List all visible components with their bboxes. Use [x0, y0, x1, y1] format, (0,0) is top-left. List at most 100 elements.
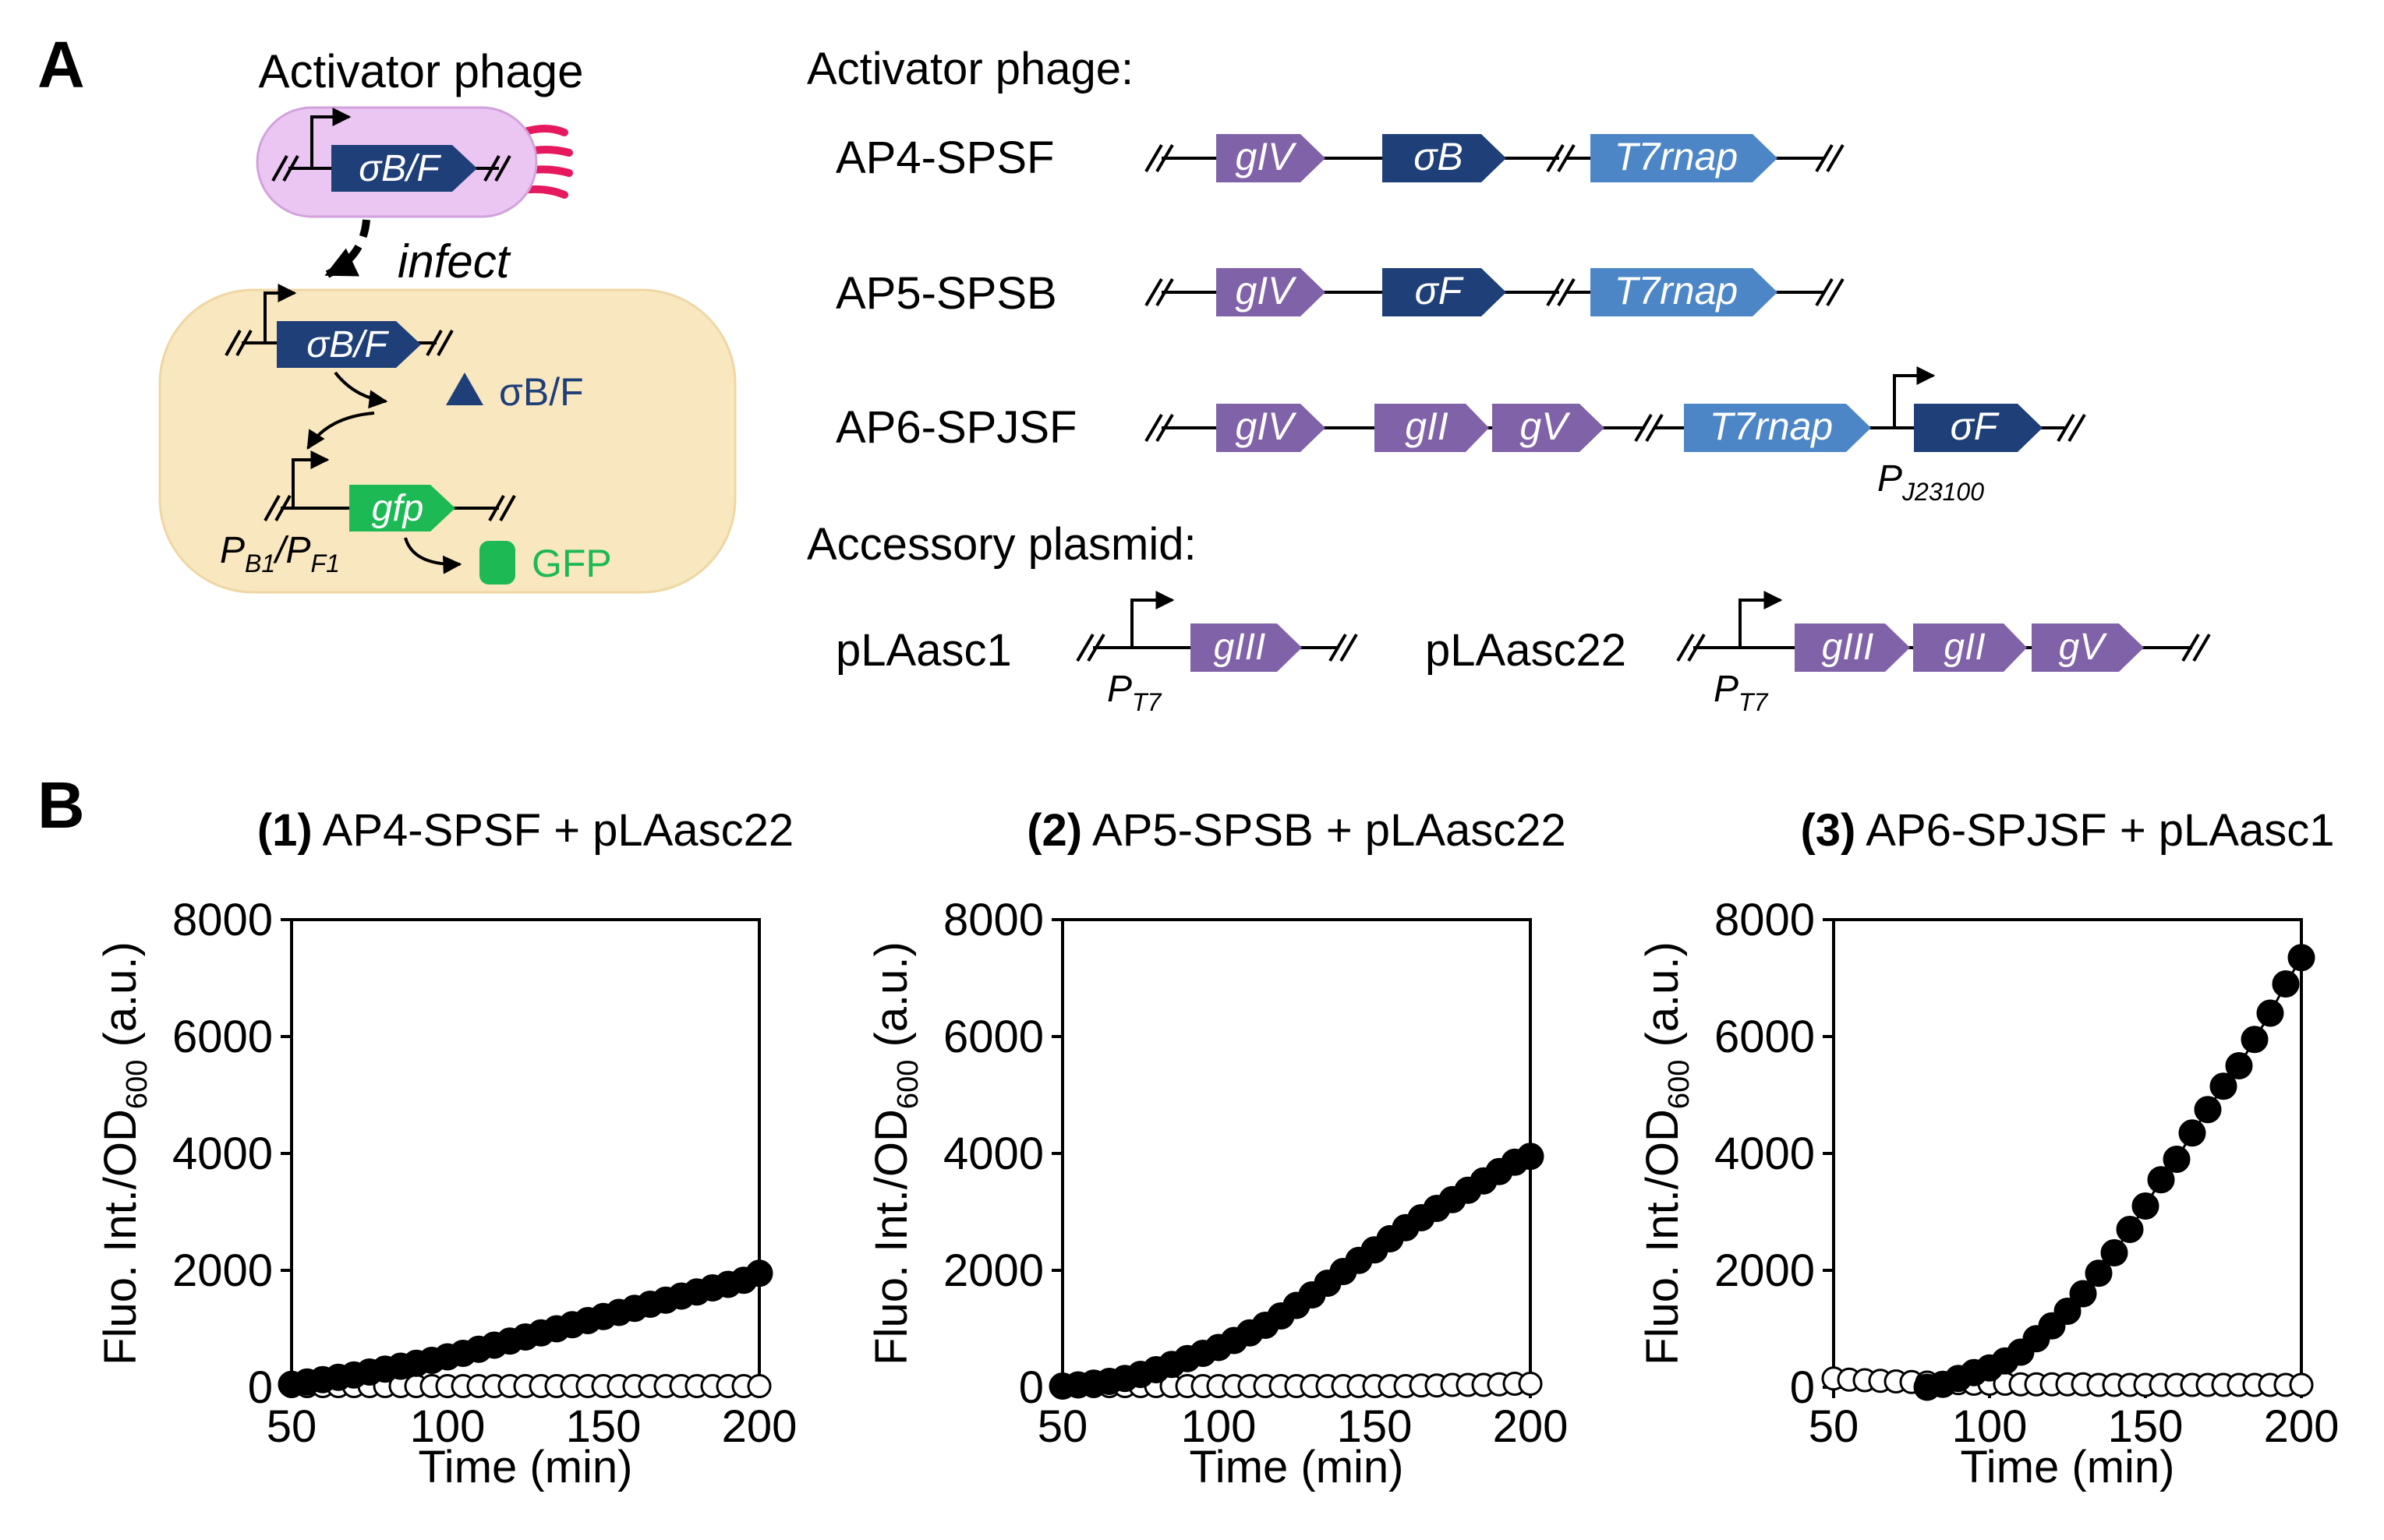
gene-t7rnap: [1590, 134, 1777, 182]
x-tick-label: 150: [1337, 1401, 1413, 1452]
y-tick-label: 2000: [172, 1245, 273, 1296]
gfp-gene-label: gfp: [372, 488, 424, 529]
plasmid-plaasc22: pLAasc22 gIII gII gV PT7: [1425, 591, 2211, 716]
svg-text:gIV: gIV: [1235, 135, 1297, 178]
construct-maps: Activator phage: AP4-SPSF gIV σB T7rnap: [807, 44, 2211, 716]
svg-text:gIII: gIII: [1214, 627, 1266, 668]
panel-a: A Activator phage σB/F infect: [37, 28, 2211, 716]
y-tick-label: 6000: [1714, 1012, 1815, 1062]
y-tick-label: 0: [1790, 1362, 1815, 1413]
x-tick-label: 150: [566, 1401, 642, 1452]
y-tick-label: 8000: [172, 895, 273, 945]
y-tick-label: 6000: [943, 1012, 1044, 1062]
gene-t7rnap: [1684, 404, 1871, 452]
gene-sigma-f: [1914, 404, 2043, 452]
y-axis-label: Fluo. Int./OD600 (a.u.): [1637, 941, 1696, 1365]
x-tick-label: 100: [1181, 1401, 1257, 1452]
mechanism-cartoon: Activator phage σB/F infect: [158, 45, 737, 594]
panel-a-label: A: [37, 28, 85, 101]
plasmid-name: pLAasc22: [1425, 625, 1626, 676]
y-tick-label: 2000: [943, 1245, 1044, 1296]
gfp-protein: [479, 541, 515, 585]
svg-text:gIV: gIV: [1235, 269, 1297, 313]
y-tick-label: 8000: [1714, 895, 1815, 945]
data-point: [2209, 1072, 2237, 1100]
svg-text:gV: gV: [1519, 404, 1571, 448]
x-axis-label: Time (min): [1190, 1442, 1404, 1492]
y-tick-label: 0: [248, 1362, 273, 1413]
construct-ap5: AP5-SPSB gIV σF T7rnap: [836, 268, 1845, 319]
data-point: [2178, 1119, 2206, 1147]
x-axis-label: Time (min): [419, 1442, 633, 1492]
data-point: [1516, 1143, 1544, 1171]
gene-gv: [2032, 623, 2144, 672]
x-tick-label: 150: [2108, 1401, 2184, 1452]
chart-title: (2) AP5-SPSB + pLAasc22: [1027, 805, 1566, 856]
svg-text:σF: σF: [1951, 404, 2000, 448]
series-filled: [1913, 944, 2315, 1401]
reporter-promoter-label: PB1/PF1: [220, 530, 340, 578]
gene-giv: [1216, 404, 1325, 452]
host-sigma-gene-label: σB/F: [306, 324, 389, 366]
data-point: [2053, 1298, 2082, 1325]
series-line: [1926, 956, 2303, 1389]
svg-text:σB: σB: [1413, 135, 1463, 178]
x-tick-label: 200: [722, 1401, 798, 1452]
y-tick-label: 8000: [943, 895, 1044, 945]
gene-gv: [1492, 404, 1604, 452]
phage-title: Activator phage: [259, 45, 584, 97]
data-point: [747, 1374, 772, 1398]
data-point: [2116, 1216, 2144, 1243]
gfp-gene: [349, 485, 455, 532]
data-point: [2194, 1096, 2222, 1124]
x-axis-label: Time (min): [1961, 1442, 2175, 1492]
data-point: [2069, 1280, 2097, 1308]
plasmid-name: pLAasc1: [836, 625, 1012, 676]
x-tick-label: 200: [2264, 1401, 2340, 1452]
data-point: [1518, 1372, 1543, 1396]
svg-text:T7rnap: T7rnap: [1615, 269, 1738, 313]
svg-text:σF: σF: [1415, 269, 1464, 313]
gfp-expression-arrow: [404, 537, 462, 574]
host-cell: [158, 288, 737, 594]
y-tick-label: 2000: [1714, 1245, 1815, 1296]
x-tick-label: 100: [1952, 1401, 2028, 1452]
data-point: [2163, 1146, 2191, 1173]
y-axis-label: Fluo. Int./OD600 (a.u.): [95, 941, 154, 1365]
sigma-protein-triangle: [446, 373, 483, 405]
y-tick-label: 4000: [943, 1129, 1044, 1179]
expression-arrow: [334, 371, 388, 409]
accessory-plasmid-header: Accessory plasmid:: [807, 519, 1197, 570]
svg-text:gII: gII: [1944, 627, 1985, 668]
y-tick-label: 6000: [172, 1012, 273, 1062]
x-tick-label: 50: [1038, 1401, 1088, 1452]
data-point: [2272, 970, 2300, 998]
series-open: [1821, 1366, 2314, 1397]
y-tick-label: 0: [1019, 1362, 1044, 1413]
construct-name: AP4-SPSF: [836, 132, 1054, 183]
gene-gii: [1374, 404, 1489, 452]
gene-giii: [1795, 623, 1910, 672]
activation-arrow: [306, 411, 375, 450]
chart-title: (1) AP4-SPSF + pLAasc22: [257, 805, 794, 856]
data-point: [2289, 1372, 2314, 1397]
gene-sigma-b: [1382, 134, 1506, 182]
construct-name: AP5-SPSB: [836, 268, 1057, 319]
promoter-t7-label: PT7: [1714, 669, 1769, 716]
plot-frame: [290, 918, 761, 1389]
construct-ap6: AP6-SPJSF gIV gII gV T7rnap σF: [836, 366, 2086, 506]
x-tick-label: 200: [1493, 1401, 1569, 1452]
chart-title: (3) AP6-SPJSF + pLAasc1: [1800, 805, 2334, 856]
panel-b-label: B: [37, 768, 85, 842]
gene-giv: [1216, 134, 1325, 182]
construct-ap4: AP4-SPSF gIV σB T7rnap: [836, 132, 1845, 183]
data-point: [2085, 1259, 2113, 1287]
data-point: [2147, 1166, 2175, 1194]
x-tick-label: 50: [1809, 1401, 1859, 1452]
infect-label: infect: [398, 235, 511, 288]
